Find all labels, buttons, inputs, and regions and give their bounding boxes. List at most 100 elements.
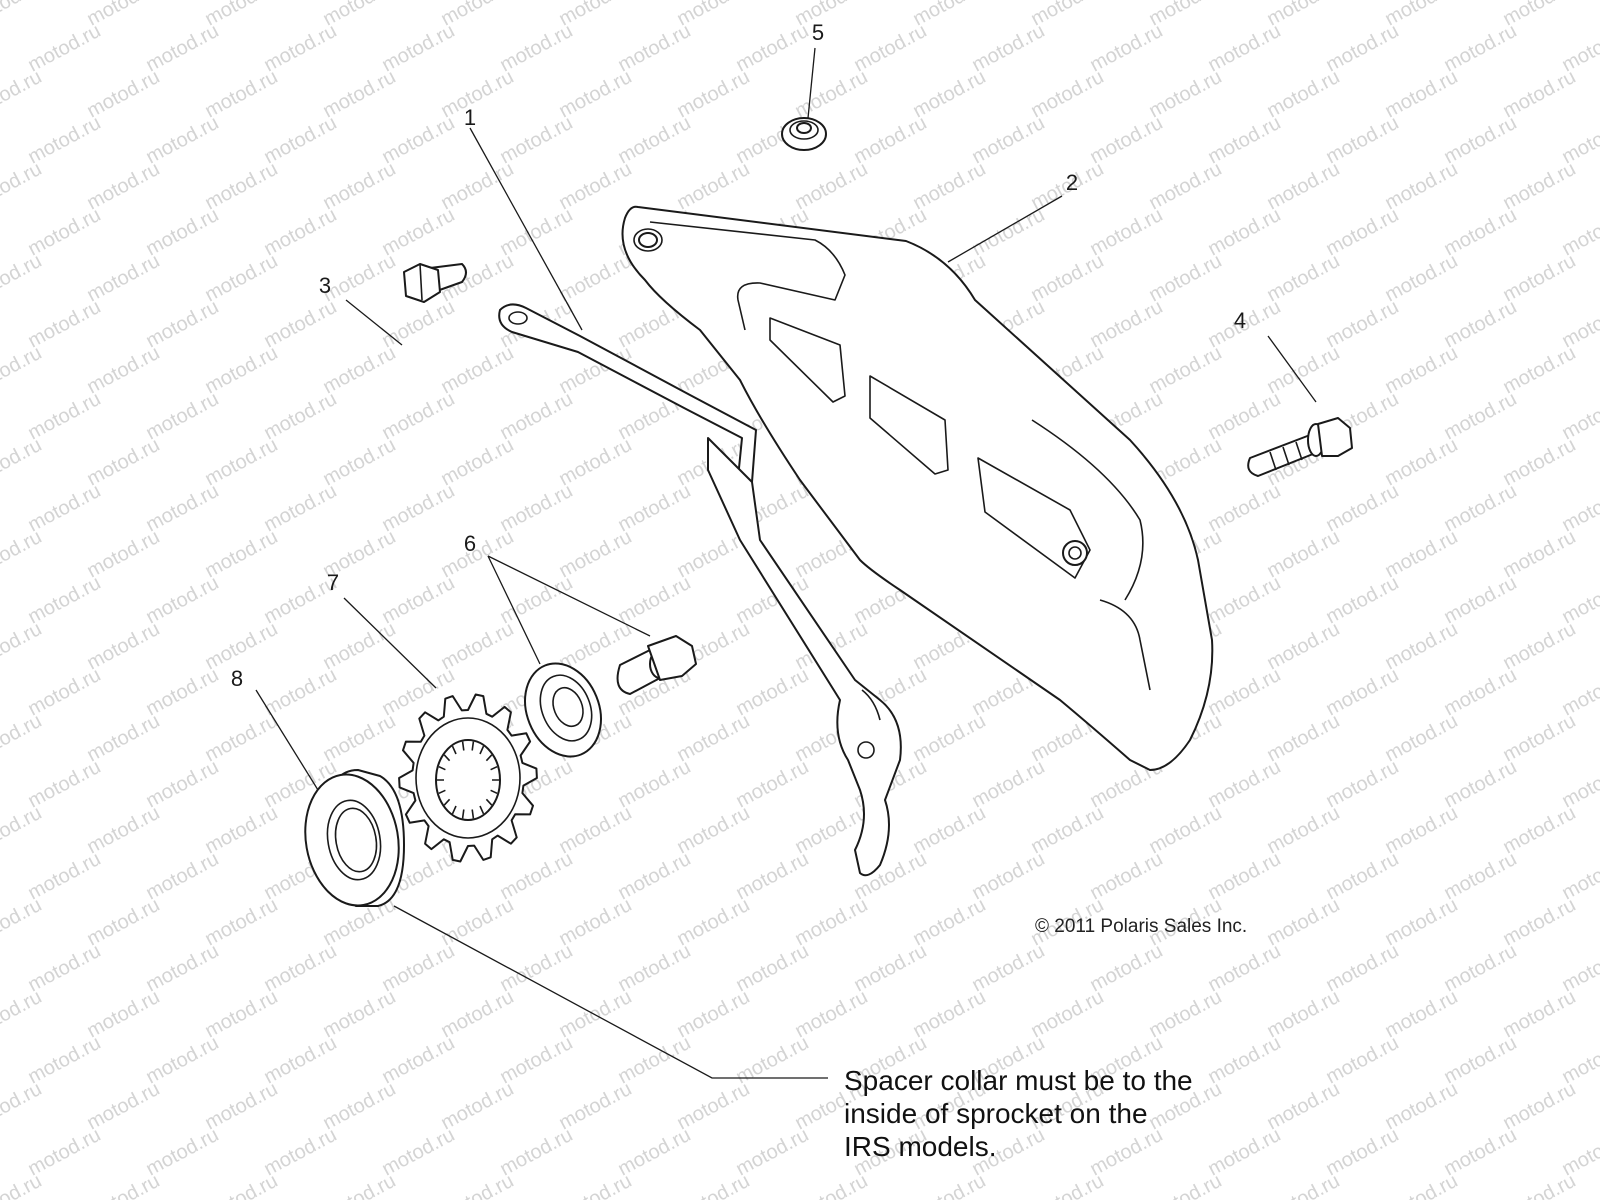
watermark-text: motod.ru — [1027, 250, 1107, 306]
watermark-text: motod.ru — [0, 158, 45, 214]
callout-5: 5 — [812, 20, 824, 45]
callout-3: 3 — [319, 273, 331, 298]
watermark-text: motod.ru — [0, 802, 45, 858]
watermark-text: motod.ru — [24, 572, 104, 628]
watermark-text: motod.ru — [0, 434, 45, 490]
assembly-note: Spacer collar must be to the inside of s… — [844, 1065, 1193, 1162]
watermark-text: motod.ru — [673, 802, 753, 858]
watermark-text: motod.ru — [1499, 1078, 1579, 1134]
watermark-text: motod.ru — [437, 1078, 517, 1134]
watermark-text: motod.ru — [968, 848, 1048, 904]
watermark-text: motod.ru — [142, 572, 222, 628]
watermark-text: motod.ru — [496, 204, 576, 260]
watermark-text: motod.ru — [909, 986, 989, 1042]
leader-5 — [807, 47, 816, 119]
watermark-text: motod.ru — [1322, 572, 1402, 628]
watermark-text: motod.ru — [1381, 526, 1461, 582]
watermark-text: motod.ru — [909, 158, 989, 214]
watermark-text: motod.ru — [614, 848, 694, 904]
watermark-text: motod.ru — [850, 112, 930, 168]
watermark-text: motod.ru — [83, 158, 163, 214]
watermark-text: motod.ru — [1322, 204, 1402, 260]
watermark-text: motod.ru — [909, 66, 989, 122]
chain-guard-part — [621, 205, 1214, 771]
watermark-text: motod.ru — [260, 112, 340, 168]
watermark-text: motod.ru — [319, 66, 399, 122]
watermark-text: motod.ru — [1499, 894, 1579, 950]
watermark-text: motod.ru — [1381, 250, 1461, 306]
watermark-text: motod.ru — [378, 296, 458, 352]
watermark-text: motod.ru — [142, 480, 222, 536]
watermark-text: motod.ru — [1440, 848, 1520, 904]
watermark-text: motod.ru — [142, 756, 222, 812]
watermark-text: motod.ru — [791, 986, 871, 1042]
watermark-text: motod.ru — [1204, 664, 1284, 720]
watermark-text: motod.ru — [1145, 250, 1225, 306]
watermark-text: motod.ru — [1322, 848, 1402, 904]
watermark-text: motod.ru — [1381, 894, 1461, 950]
watermark-text: motod.ru — [496, 480, 576, 536]
leader-6b — [487, 555, 651, 637]
watermark-text: motod.ru — [496, 112, 576, 168]
watermark-text: motod.ru — [496, 848, 576, 904]
watermark-text: motod.ru — [909, 1170, 989, 1200]
watermark-text: motod.ru — [83, 1170, 163, 1200]
watermark-text: motod.ru — [1440, 1124, 1520, 1180]
watermark-text: motod.ru — [319, 342, 399, 398]
watermark-text: motod.ru — [732, 756, 812, 812]
watermark-text: motod.ru — [378, 20, 458, 76]
watermark-text: motod.ru — [201, 802, 281, 858]
watermark-text: motod.ru — [1322, 112, 1402, 168]
watermark-text: motod.ru — [1499, 250, 1579, 306]
watermark-text: motod.ru — [1263, 1078, 1343, 1134]
leader-8 — [255, 689, 319, 791]
watermark-text: motod.ru — [0, 618, 45, 674]
watermark-text: motod.ru — [378, 1032, 458, 1088]
watermark-text: motod.ru — [1440, 388, 1520, 444]
watermark-text: motod.ru — [1263, 1170, 1343, 1200]
watermark-text: motod.ru — [791, 158, 871, 214]
watermark-text: motod.ru — [437, 158, 517, 214]
watermark-text: motod.ru — [1322, 20, 1402, 76]
watermark-text: motod.ru — [1263, 158, 1343, 214]
watermark-text: motod.ru — [1499, 986, 1579, 1042]
watermark-text: motod.ru — [614, 1032, 694, 1088]
watermark-text: motod.ru — [1086, 296, 1166, 352]
washer-part-6 — [524, 662, 602, 758]
watermark-text: motod.ru — [437, 1170, 517, 1200]
watermark-text: motod.ru — [1204, 572, 1284, 628]
watermark-text: motod.ru — [1322, 480, 1402, 536]
watermark-text: motod.ru — [850, 20, 930, 76]
watermark-text: motod.ru — [260, 388, 340, 444]
watermark-text: motod.ru — [142, 1124, 222, 1180]
watermark-text: motod.ru — [437, 434, 517, 490]
watermark-text: motod.ru — [437, 66, 517, 122]
watermark-text: motod.ru — [1263, 710, 1343, 766]
watermark-text: motod.ru — [1027, 66, 1107, 122]
watermark-text: motod.ru — [1381, 158, 1461, 214]
leader-note — [393, 905, 828, 1079]
watermark-text: motod.ru — [1381, 1170, 1461, 1200]
watermark-text: motod.ru — [555, 66, 635, 122]
watermark-text: motod.ru — [1440, 296, 1520, 352]
watermark-text: motod.ru — [1086, 112, 1166, 168]
watermark-text: motod.ru — [673, 1170, 753, 1200]
watermark-text: motod.ru — [673, 158, 753, 214]
watermark-text: motod.ru — [1204, 480, 1284, 536]
watermark-text: motod.ru — [1440, 572, 1520, 628]
watermark-text: motod.ru — [496, 1032, 576, 1088]
watermark-text: motod.ru — [1499, 526, 1579, 582]
watermark-text: motod.ru — [201, 342, 281, 398]
watermark-text: motod.ru — [1499, 434, 1579, 490]
watermark-text: motod.ru — [791, 1170, 871, 1200]
callout-6: 6 — [464, 531, 476, 556]
watermark-text: motod.ru — [201, 434, 281, 490]
callout-7: 7 — [327, 570, 339, 595]
watermark-text: motod.ru — [24, 848, 104, 904]
watermark-text: motod.ru — [555, 158, 635, 214]
watermark-text: motod.ru — [260, 20, 340, 76]
watermark-text: motod.ru — [555, 1170, 635, 1200]
watermark-text: motod.ru — [260, 1032, 340, 1088]
watermark-text: motod.ru — [1263, 802, 1343, 858]
watermark-text: motod.ru — [24, 664, 104, 720]
